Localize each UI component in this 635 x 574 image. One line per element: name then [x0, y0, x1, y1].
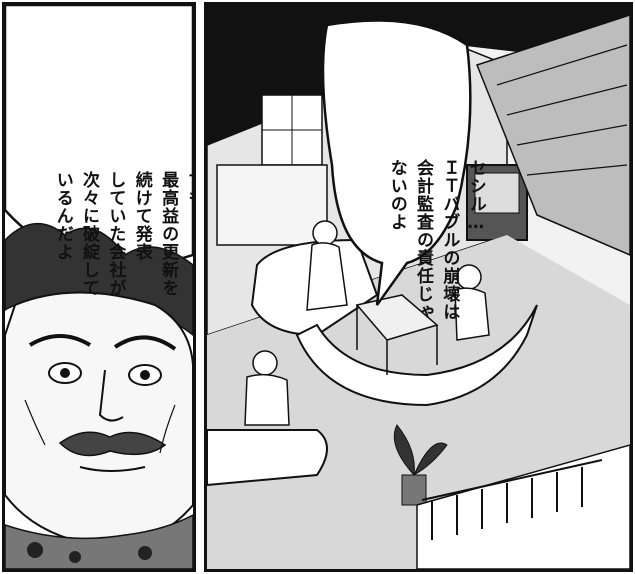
counter-man-head — [252, 350, 278, 376]
sofa-curve — [295, 304, 538, 407]
right-pupil — [140, 370, 150, 380]
left-pupil — [60, 368, 70, 378]
shirt-pattern — [69, 551, 81, 563]
dark-background — [207, 5, 630, 145]
potted-plant — [393, 424, 448, 506]
shirt-pattern — [27, 542, 43, 558]
table-legs — [356, 305, 438, 375]
woman-body — [306, 242, 348, 311]
left-panel: でも 最高益の更新を 続けて発表 していた会社が 次々に破綻して いるんだよ — [2, 2, 196, 572]
dialogue-line: いるんだよ — [52, 171, 73, 261]
lower-stairs — [416, 444, 630, 569]
dialogue-line: ＩＴバブルの崩壊は — [439, 159, 460, 321]
mouth — [79, 466, 146, 472]
dialogue-line: 続けて発表 — [131, 171, 152, 261]
living-room-art — [207, 5, 630, 569]
dialogue-line: 次々に破綻して — [79, 171, 100, 297]
right-dialogue-text: セシル… ＩＴバブルの崩壊は 会計監査の責任じゃ ないのよ — [357, 33, 515, 321]
left-dialogue-text: でも 最高益の更新を 続けて発表 していた会社が 次々に破綻して いるんだよ — [23, 45, 196, 297]
cheek-line-right — [159, 404, 176, 454]
stair-underside — [476, 14, 630, 256]
left-eyebrow — [28, 334, 92, 347]
woman-head — [312, 220, 338, 246]
mustache — [58, 431, 167, 457]
dialogue-line: ないのよ — [386, 159, 407, 231]
kitchen-cabinet — [216, 164, 328, 246]
dialogue-line: 会計監査の責任じゃ — [413, 159, 434, 321]
dialogue-line: していた会社が — [105, 171, 126, 297]
dialogue-line: でも — [184, 171, 196, 207]
man-closeup-art — [5, 5, 193, 569]
counter-man-body — [244, 373, 290, 426]
speech-balloon-right — [321, 19, 472, 306]
face — [5, 291, 193, 547]
shirt-pattern — [138, 546, 152, 560]
right-eyebrow — [113, 335, 177, 351]
kitchen-counter — [207, 429, 328, 487]
seated-man-head — [456, 264, 482, 290]
right-panel: セシル… ＩＴバブルの崩壊は 会計監査の責任じゃ ないのよ — [204, 2, 633, 572]
dialogue-line: セシル… — [465, 159, 486, 234]
stair-lines — [496, 44, 628, 176]
dialogue-line: 最高益の更新を — [158, 171, 179, 297]
nose — [98, 369, 124, 422]
stair-railing — [421, 459, 603, 540]
tv-screen — [474, 172, 520, 214]
cheek-line-left — [24, 399, 46, 446]
seated-man-body — [454, 287, 490, 341]
